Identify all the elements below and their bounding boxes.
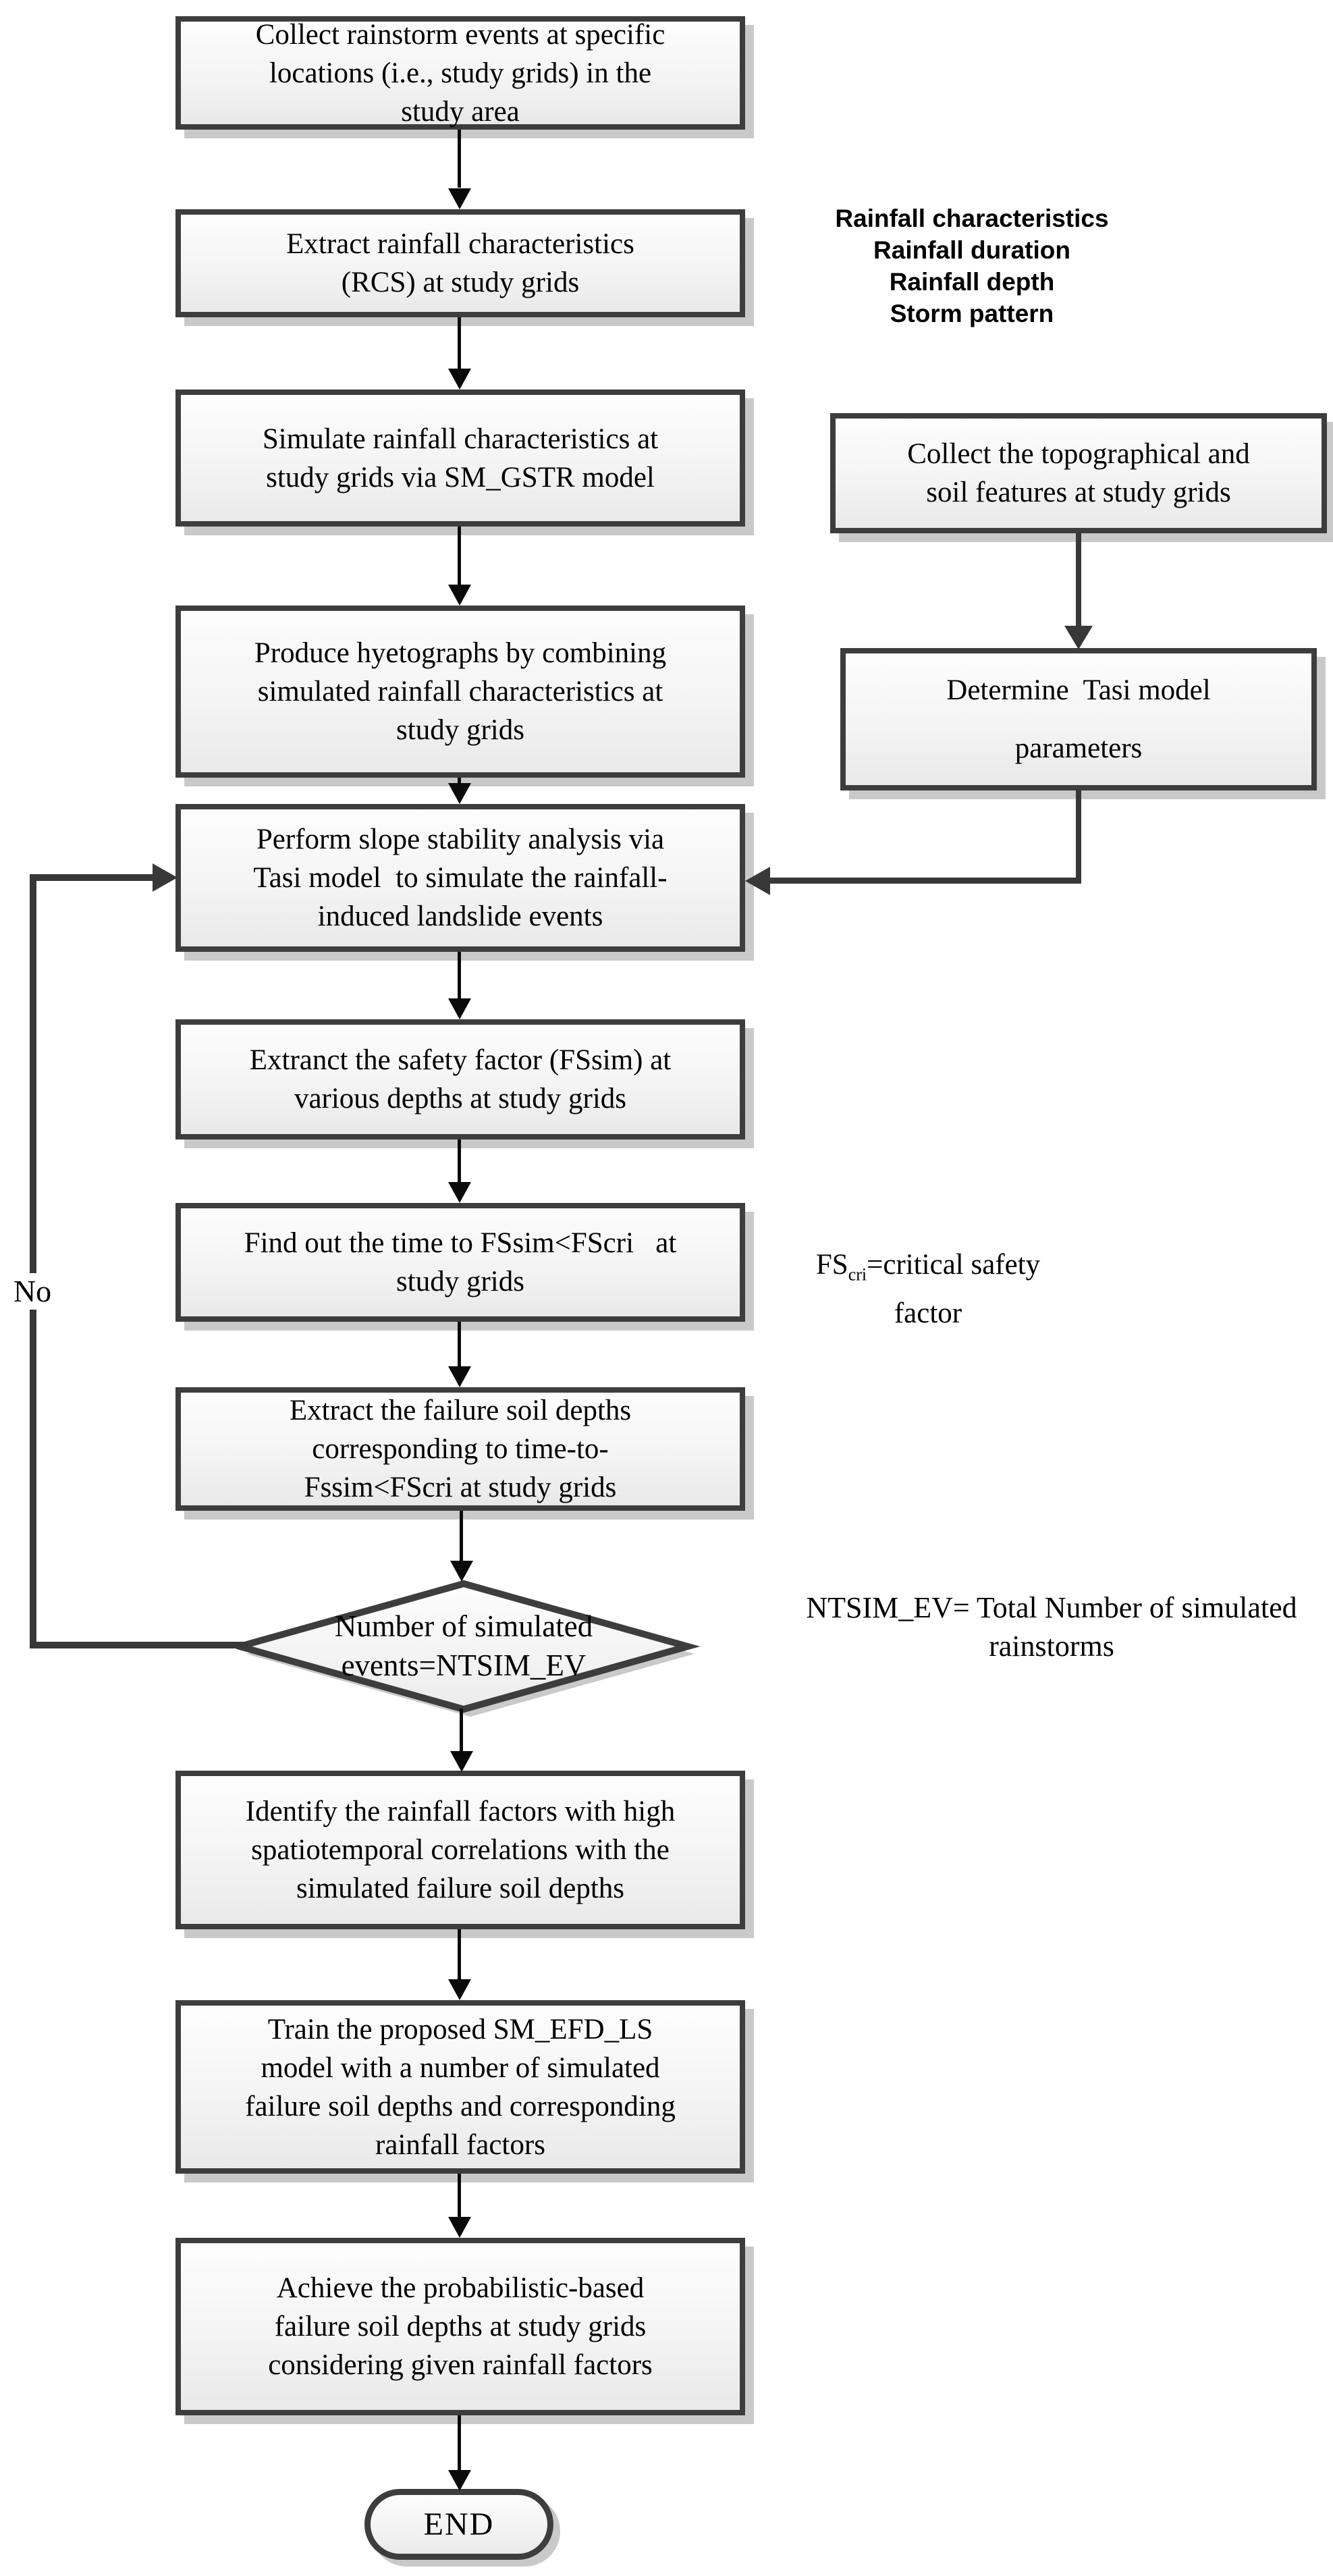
connector-boxb-b5-head bbox=[745, 867, 770, 895]
arrow-b7-b8-stem bbox=[458, 1322, 461, 1366]
arrow-diamond-b9-stem bbox=[460, 1709, 463, 1751]
arrow-b2-b3-stem bbox=[458, 317, 461, 369]
arrow-b10-b11-stem bbox=[458, 2174, 461, 2217]
noloop-vertical-upper bbox=[30, 878, 36, 1273]
noloop-horizontal-top bbox=[30, 874, 153, 881]
arrow-b6-b7-stem bbox=[458, 1139, 461, 1182]
diamond-shape bbox=[236, 1580, 701, 1713]
note-fscri-line1: FScri=critical safety bbox=[815, 1249, 1041, 1285]
arrow-b11-end-head bbox=[448, 2470, 471, 2491]
step-extract-rainfall-characteristics: Extract rainfall characteristics(RCS) at… bbox=[175, 209, 745, 317]
note-fscri-line2: factor bbox=[894, 1297, 962, 1329]
arrow-b10-b11-head bbox=[448, 2217, 471, 2238]
arrow-diamond-b9-head bbox=[450, 1751, 473, 1772]
arrow-b1-b2-stem bbox=[458, 130, 461, 188]
connector-boxa-boxb-head bbox=[1064, 626, 1093, 649]
arrow-b5-b6-stem bbox=[458, 952, 461, 998]
connector-boxb-b5-horizontal bbox=[769, 878, 1081, 884]
arrow-b4-b5-head bbox=[448, 783, 471, 804]
connector-boxa-boxb-stem bbox=[1076, 533, 1081, 626]
end-terminator: END bbox=[364, 2489, 553, 2560]
arrow-b3-b4-head bbox=[448, 585, 471, 606]
note-fscri: FScri=critical safety factor bbox=[769, 1245, 1087, 1333]
end-label: END bbox=[423, 2506, 495, 2542]
arrow-b4-b5-stem bbox=[458, 778, 461, 783]
noloop-horizontal-bottom bbox=[33, 1642, 248, 1648]
arrow-b9-b10-head bbox=[448, 1979, 471, 2000]
arrow-b6-b7-head bbox=[448, 1182, 471, 1203]
arrow-b5-b6-head bbox=[448, 998, 471, 1019]
arrow-b8-diamond-stem bbox=[460, 1511, 463, 1561]
arrow-b7-b8-head bbox=[448, 1366, 471, 1387]
arrow-b1-b2-head bbox=[448, 188, 471, 209]
arrow-b8-diamond-head bbox=[450, 1561, 473, 1582]
noloop-entry-head bbox=[153, 863, 178, 892]
arrow-b9-b10-stem bbox=[458, 1929, 461, 1979]
connector-boxb-down-stem bbox=[1076, 790, 1081, 884]
arrow-b2-b3-head bbox=[448, 369, 471, 390]
arrow-b3-b4-stem bbox=[458, 527, 461, 585]
decision-diamond bbox=[236, 1580, 701, 1717]
fscri-subscript: cri bbox=[848, 1264, 867, 1285]
arrow-b11-end-stem bbox=[458, 2415, 461, 2470]
no-branch-label: No bbox=[0, 1273, 65, 1309]
noloop-vertical-lower bbox=[30, 1310, 36, 1648]
